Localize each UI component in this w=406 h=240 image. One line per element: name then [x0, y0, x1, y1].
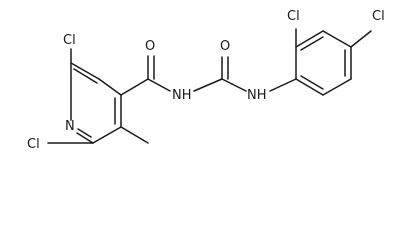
bond-c6-n1-inner: [77, 128, 92, 138]
pyridine-ring: [47, 48, 122, 144]
bond-p5-p6: [322, 78, 352, 96]
bond-p4-cl: [350, 30, 372, 48]
atom-cl-phenyl-para: Cl: [372, 9, 385, 24]
atom-cl-ring-top: Cl: [63, 33, 76, 48]
bond-p6-p1: [295, 78, 324, 96]
atom-nh-2: NH: [247, 88, 267, 103]
atom-o-urea: O: [220, 39, 230, 54]
bond-c2-c3: [70, 62, 100, 80]
bond-p6-p1-inner: [300, 75, 324, 90]
bond-c5-c6: [92, 126, 122, 144]
atom-cl-phenyl-ortho: Cl: [287, 9, 300, 24]
bond-p2-p3: [295, 30, 324, 48]
bond-c3-carbonyl: [120, 78, 149, 96]
urea-group: [193, 56, 297, 92]
structure-diagram: N Cl Cl O NH O NH Cl Cl: [27, 9, 385, 152]
atom-o-amide: O: [145, 39, 155, 54]
bond-p3-p4: [322, 30, 352, 48]
bond-carbonyl-nh1: [147, 78, 171, 92]
bond-p2-p3-inner: [300, 36, 324, 51]
bond-c6-n1: [76, 132, 94, 144]
atom-cl-ring-bottom: Cl: [27, 137, 40, 152]
atom-n-pyridine: N: [65, 119, 75, 134]
bond-nh2-phenyl: [269, 78, 297, 92]
bond-methyl: [120, 126, 149, 144]
atom-nh-1: NH: [172, 88, 192, 103]
bond-c2-c3-inner: [73, 68, 98, 84]
bond-urea-nh2: [221, 78, 247, 92]
bond-nh1-urea: [193, 78, 223, 92]
bond-c3-c4: [98, 78, 122, 96]
amide-group: [120, 55, 171, 96]
phenyl-ring: [295, 28, 372, 96]
